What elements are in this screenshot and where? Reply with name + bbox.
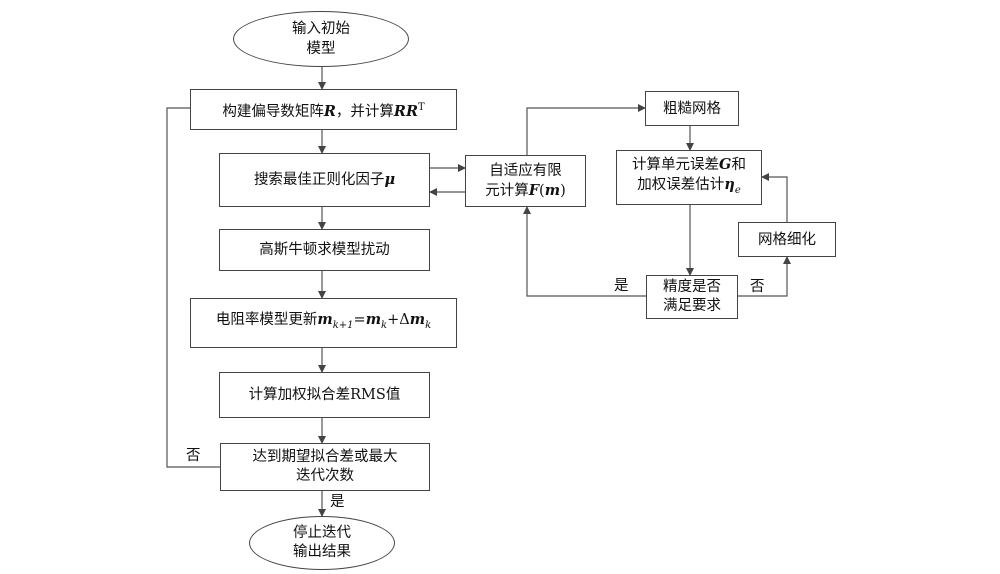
adaptive-f: F	[528, 181, 540, 199]
check-node: 达到期望拟合差或最大 迭代次数	[220, 443, 430, 491]
error-eta-sub: e	[734, 184, 741, 196]
adaptive-node: 自适应有限 元计算F(m)	[465, 155, 586, 207]
update-sub1: k+1	[332, 319, 354, 331]
search-mu: μ	[384, 171, 396, 188]
error-line1-post: 和	[731, 156, 746, 173]
check-no-label: 否	[186, 448, 201, 464]
stop-node: 停止迭代 输出结果	[249, 516, 395, 570]
update-eq: =	[353, 312, 366, 329]
precision-yes-label: 是	[614, 278, 629, 294]
check-line1: 达到期望拟合差或最大	[252, 449, 398, 465]
start-node: 输入初始 模型	[233, 11, 409, 67]
jacobian-rr: RR	[393, 102, 418, 120]
error-g: G	[719, 155, 732, 173]
gauss-node: 高斯牛顿求模型扰动	[219, 229, 430, 271]
check-line2: 迭代次数	[296, 468, 354, 484]
refine-text: 网格细化	[758, 231, 816, 248]
adaptive-paren-close: )	[560, 182, 566, 199]
rms-text: 计算加权拟合差RMS值	[248, 387, 401, 403]
error-eta: η	[724, 175, 735, 193]
precision-line2: 满足要求	[663, 298, 721, 314]
update-node: 电阻率模型更新mk+1=mk+Δmk	[190, 298, 457, 348]
jacobian-mid: ，并计算	[335, 103, 394, 120]
coarse-node: 粗糙网格	[645, 91, 739, 126]
error-node: 计算单元误差G和 加权误差估计ηe	[616, 150, 762, 205]
rms-node: 计算加权拟合差RMS值	[219, 372, 430, 418]
update-sub2: k	[381, 319, 388, 331]
jacobian-node: 构建偏导数矩阵R，并计算RRT	[190, 89, 457, 130]
update-text: 电阻率模型更新	[215, 312, 318, 329]
start-line1: 输入初始	[292, 21, 350, 37]
update-m1: m	[317, 311, 333, 329]
stop-line1: 停止迭代	[293, 525, 351, 541]
arrow-refine-to-error	[761, 173, 788, 222]
arrow-precision-yes-to-adaptive	[523, 206, 646, 297]
search-node: 搜索最佳正则化因子μ	[219, 153, 430, 207]
check-yes-label: 是	[330, 494, 345, 510]
arrow-adaptive-to-coarse	[526, 104, 646, 155]
error-line1: 计算单元误差	[632, 156, 720, 173]
jacobian-r: R	[323, 102, 336, 120]
start-line2: 模型	[306, 41, 336, 57]
update-m3: m	[409, 311, 426, 329]
adaptive-line1: 自适应有限	[489, 162, 562, 179]
precision-node: 精度是否 满足要求	[646, 275, 738, 319]
adaptive-m: m	[544, 181, 561, 199]
refine-node: 网格细化	[738, 222, 836, 257]
jacobian-text: 构建偏导数矩阵	[222, 103, 324, 120]
update-plus: +Δ	[387, 312, 410, 329]
update-sub3: k	[425, 319, 432, 331]
precision-no-label: 否	[750, 279, 765, 295]
gauss-text: 高斯牛顿求模型扰动	[259, 242, 390, 258]
jacobian-sup: T	[418, 101, 425, 113]
adaptive-paren-open: (	[539, 182, 545, 199]
search-text: 搜索最佳正则化因子	[253, 172, 385, 188]
arrow-precision-no-to-refine	[738, 256, 791, 297]
arrow-check-no-loop	[166, 104, 221, 468]
stop-line2: 输出结果	[293, 544, 351, 560]
update-m2: m	[365, 311, 382, 329]
adaptive-line2: 元计算	[485, 182, 529, 199]
coarse-text: 粗糙网格	[663, 100, 721, 117]
error-line2: 加权误差估计	[637, 176, 725, 193]
precision-line1: 精度是否	[663, 279, 721, 295]
